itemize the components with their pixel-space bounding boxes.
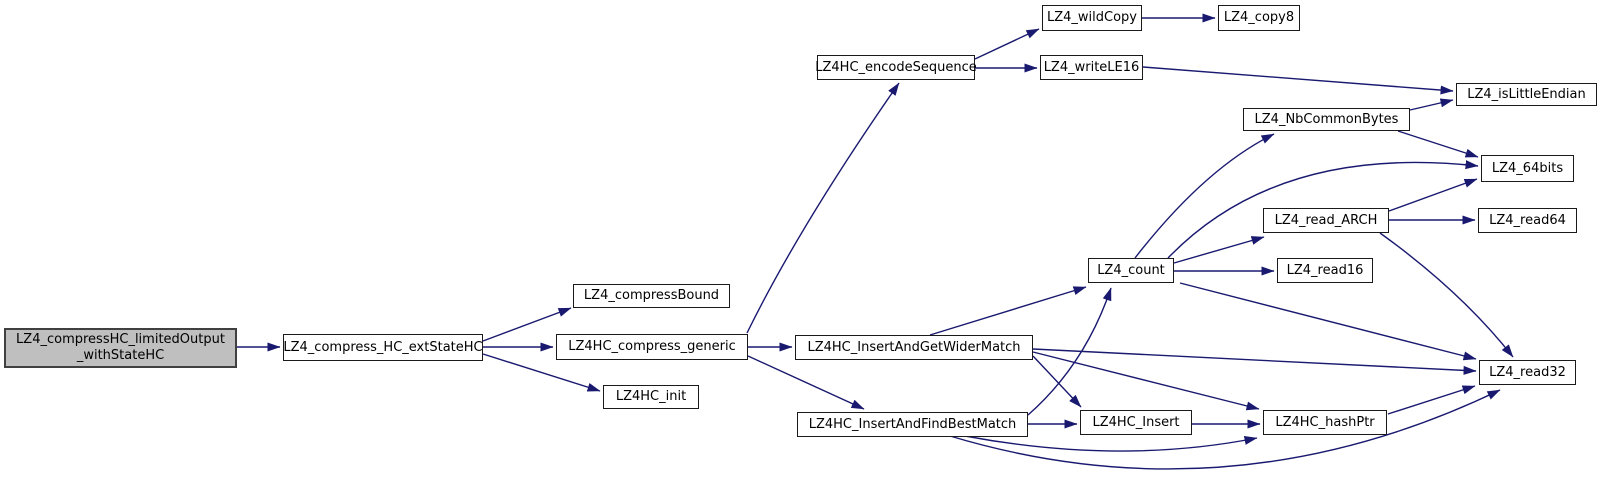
node-lz4hc-hashptr[interactable]: LZ4HC_hashPtr [1263, 410, 1387, 435]
node-lz4-64bits[interactable]: LZ4_64bits [1481, 155, 1574, 182]
edge-lz4hc-compress-generic--lz4hc-encodesequence [746, 82, 900, 334]
edge-lz4hc-compress-generic--lz4hc-insertandfindbestmatch [747, 355, 865, 410]
edge-lz4-count--lz4-read32 [1179, 282, 1477, 361]
node-lz4hc-insertandfindbestmatch[interactable]: LZ4HC_InsertAndFindBestMatch [797, 412, 1028, 437]
node-lz4-compressbound[interactable]: LZ4_compressBound [573, 284, 730, 308]
node-lz4-compress-hc-extstatehc[interactable]: LZ4_compress_HC_extStateHC [283, 334, 483, 361]
node-lz4-copy8[interactable]: LZ4_copy8 [1218, 5, 1300, 31]
node-lz4-nbcommonbytes[interactable]: LZ4_NbCommonBytes [1243, 108, 1410, 131]
node-lz4-read16[interactable]: LZ4_read16 [1277, 258, 1373, 283]
node-lz4-count[interactable]: LZ4_count [1088, 258, 1174, 283]
edge-lz4-count--lz4-64bits [1167, 160, 1479, 259]
edge-lz4-compress-hc-extstatehc--lz4-compressbound [482, 307, 572, 342]
edge-lz4hc-insertandgetwidermatch--lz4-count [929, 286, 1087, 336]
edge-lz4hc-insertandgetwidermatch--lz4hc-insert [1032, 355, 1082, 408]
edge-lz4hc-insertandfindbestmatch--lz4-read32 [949, 389, 1501, 470]
node-lz4hc-encodesequence[interactable]: LZ4HC_encodeSequence [815, 55, 977, 80]
edge-lz4-read-arch--lz4-read32 [1379, 232, 1514, 358]
edge-lz4hc-insertandgetwidermatch--lz4hc-hashptr [1032, 351, 1260, 411]
node-lz4-compresshc-limitedoutput-withstatehc: LZ4_compressHC_limitedOutput _withStateH… [4, 328, 237, 368]
node-lz4-wildcopy[interactable]: LZ4_wildCopy [1042, 5, 1142, 31]
node-lz4-read64[interactable]: LZ4_read64 [1478, 208, 1577, 233]
node-lz4hc-init[interactable]: LZ4HC_init [603, 385, 699, 409]
edge-lz4hc-insertandfindbestmatch--lz4-count [1027, 287, 1112, 416]
node-lz4-islittleendian[interactable]: LZ4_isLittleEndian [1456, 83, 1597, 106]
edge-lz4hc-insertandgetwidermatch--lz4-read32 [1032, 348, 1477, 375]
node-lz4hc-insertandgetwidermatch[interactable]: LZ4HC_InsertAndGetWiderMatch [795, 335, 1033, 360]
node-lz4hc-insert[interactable]: LZ4HC_Insert [1080, 410, 1192, 435]
edge-lz4-nbcommonbytes--lz4-64bits [1397, 130, 1479, 158]
node-lz4-read-arch[interactable]: LZ4_read_ARCH [1263, 208, 1389, 233]
edge-lz4hc-hashptr--lz4-read32 [1387, 385, 1476, 415]
edge-lz4-writele16--lz4-islittleendian [1142, 66, 1454, 95]
edge-lz4hc-insertandfindbestmatch--lz4hc-hashptr [964, 435, 1258, 452]
node-lz4-read32[interactable]: LZ4_read32 [1479, 360, 1576, 385]
node-lz4hc-compress-generic[interactable]: LZ4HC_compress_generic [556, 334, 748, 360]
edge-lz4hc-encodesequence--lz4-wildcopy [974, 28, 1040, 60]
edge-lz4-nbcommonbytes--lz4-islittleendian [1409, 98, 1454, 111]
edge-lz4-count--lz4-nbcommonbytes [1134, 133, 1275, 259]
edge-lz4-count--lz4-read-arch [1173, 236, 1265, 264]
edge-lz4-compress-hc-extstatehc--lz4hc-init [482, 353, 601, 392]
edge-lz4-read-arch--lz4-64bits [1388, 178, 1478, 212]
node-lz4-writele16[interactable]: LZ4_writeLE16 [1040, 55, 1143, 80]
